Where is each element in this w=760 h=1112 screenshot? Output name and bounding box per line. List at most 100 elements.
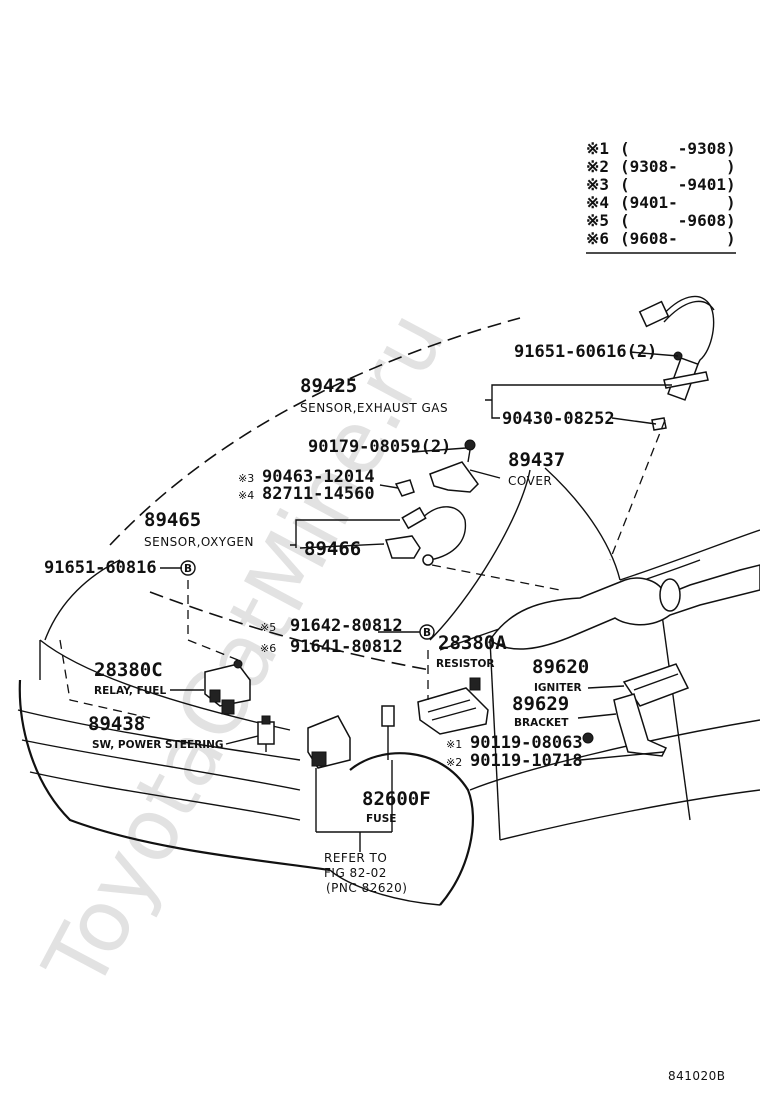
part-name: RELAY, FUEL xyxy=(94,685,166,697)
legend-row: ※5 ( -9608) xyxy=(586,211,736,230)
part-name: FUSE xyxy=(366,813,396,825)
fender-front-line xyxy=(44,559,121,641)
sensor-cover xyxy=(429,439,479,493)
leader-89620 xyxy=(587,685,625,689)
refer-text: FIG 82-02 xyxy=(324,866,387,880)
part-number: 82600F xyxy=(362,788,431,810)
relay-bolt xyxy=(233,659,243,669)
date-mark: ※6 xyxy=(260,642,276,655)
exhaust-assembly xyxy=(488,564,760,650)
catalytic-converter xyxy=(488,564,760,650)
legend-mark: ※1 xyxy=(586,139,609,158)
leader-lines xyxy=(160,351,679,761)
bumper-line-3 xyxy=(29,771,301,821)
resistor-fins xyxy=(427,699,477,721)
legend-mark: ※2 xyxy=(586,157,609,176)
figure-code: 841020B xyxy=(668,1069,726,1083)
part-number: 90119-08063 xyxy=(470,733,583,753)
switch-top xyxy=(261,715,271,725)
date-legend: ※1 ( -9308) ※2 (9308- ) ※3 ( -9401) ※4 (… xyxy=(586,139,736,254)
roof-line xyxy=(619,529,760,581)
oxygen-sensor-wire xyxy=(419,506,467,561)
leader-90179 xyxy=(411,447,467,453)
part-name: BRACKET xyxy=(514,717,569,729)
part-number: 90430-08252 xyxy=(502,409,615,429)
leader-89438 xyxy=(225,735,259,745)
part-number: 28380C xyxy=(94,659,163,681)
date-mark: ※4 xyxy=(238,489,254,502)
date-mark: ※5 xyxy=(260,621,276,634)
bracket-bolt xyxy=(582,732,594,744)
door-front-edge xyxy=(489,639,501,841)
legend-range: ( -9308) xyxy=(620,139,736,158)
part-name: SW, POWER STEERING xyxy=(92,739,224,751)
legend-row: ※6 (9608- ) xyxy=(586,229,736,248)
part-name: SENSOR,EXHAUST GAS xyxy=(300,401,448,415)
part-number: 91651-60616(2) xyxy=(514,342,657,362)
oxygen-sensor-body xyxy=(385,535,421,559)
a-pillar-line xyxy=(544,467,621,581)
part-number: 90463-12014 xyxy=(262,467,375,487)
leader-89466 xyxy=(299,543,385,549)
resistor-body xyxy=(417,687,489,735)
grille-line xyxy=(39,639,291,731)
legend-mark: ※6 xyxy=(586,229,609,248)
svg-text:B: B xyxy=(423,627,431,639)
part-number: 90179-08059(2) xyxy=(308,437,451,457)
legend-mark: ※5 xyxy=(586,211,609,230)
part-number: 91651-60816 xyxy=(44,558,157,578)
date-mark: ※1 xyxy=(446,738,462,751)
leader-91651-60616 xyxy=(629,351,679,357)
cover-nut xyxy=(464,439,476,451)
igniter-detail xyxy=(633,673,679,691)
legend-mark: ※4 xyxy=(586,193,609,212)
svg-text:B: B xyxy=(184,563,192,575)
ref-circle-b: B xyxy=(180,560,196,576)
part-number: 89465 xyxy=(144,509,201,531)
leader-89465 xyxy=(290,519,400,548)
legend-row: ※4 (9401- ) xyxy=(586,193,736,212)
relay-connector xyxy=(221,699,235,715)
part-number: 82711-14560 xyxy=(262,484,375,504)
vehicle-outline xyxy=(17,317,760,906)
legend-row: ※3 ( -9401) xyxy=(586,175,736,194)
bumper-outline xyxy=(18,679,331,872)
legend-row: ※1 ( -9308) xyxy=(586,139,736,158)
wire-clip xyxy=(394,479,415,497)
part-number: 89437 xyxy=(508,449,565,471)
part-number: 28380A xyxy=(438,632,507,654)
legend-range: ( -9401) xyxy=(620,175,736,194)
oxygen-sensor-tip xyxy=(422,554,434,566)
ref-circle-b: B xyxy=(419,624,435,640)
bumper-line-1 xyxy=(17,709,301,761)
switch-body xyxy=(257,721,275,745)
legend-range: (9308- ) xyxy=(620,157,736,176)
relay-bolt-dashed xyxy=(187,580,239,661)
date-mark: ※2 xyxy=(446,756,462,769)
part-number: 89629 xyxy=(512,693,569,715)
part-number: 89438 xyxy=(88,713,145,735)
sensor-mount-dashed xyxy=(609,419,666,561)
fuse-connector xyxy=(381,705,395,727)
part-number: 91641-80812 xyxy=(290,637,403,657)
cover-nut-leader xyxy=(467,449,471,463)
part-name: RESISTOR xyxy=(436,658,494,670)
exhaust-gas-sensor xyxy=(609,295,715,561)
leader-clip xyxy=(379,484,399,489)
leader-90119 xyxy=(579,751,665,761)
exhaust-flange xyxy=(659,578,681,612)
side-sill-line xyxy=(469,719,760,791)
part-number: 90119-10718 xyxy=(470,751,583,771)
fuel-relay xyxy=(187,580,251,715)
headlamp-dashed xyxy=(59,639,151,719)
fuse-terminal xyxy=(311,751,327,767)
legend-range: ( -9608) xyxy=(620,211,736,230)
legend-range: (9608- ) xyxy=(620,229,736,248)
relay-connector-2 xyxy=(209,689,221,703)
part-number: 91642-80812 xyxy=(290,616,403,636)
refer-text: REFER TO xyxy=(324,851,387,865)
wheel-arch xyxy=(349,752,475,906)
legend-mark: ※3 xyxy=(586,175,609,194)
part-name: COVER xyxy=(508,474,552,488)
